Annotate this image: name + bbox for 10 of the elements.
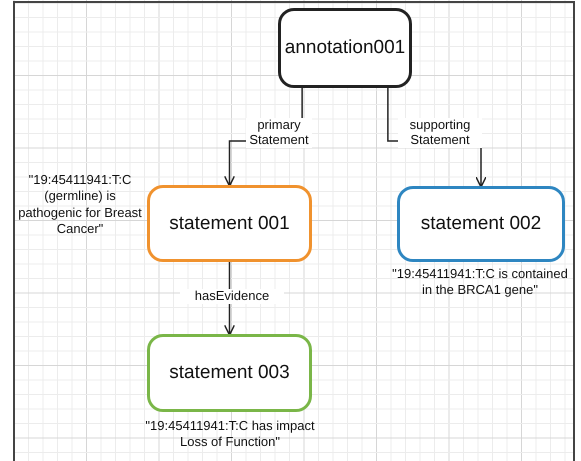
annotation-box: annotation001	[278, 8, 412, 88]
statement-box: statement 001	[147, 185, 312, 262]
statement-text: "19:45411941:T:C is contained in the BRCA1 gene"	[392, 266, 568, 298]
statement-text: "19:45411941:T:C (germline) is pathogenic for Breast Cancer"	[18, 172, 142, 237]
edge-label: supporting Statement	[398, 118, 482, 148]
statement-text: "19:45411941:T:C has impact Loss of Function"	[144, 418, 316, 450]
edge-label: primary Statement	[246, 118, 312, 148]
statement-box: statement 003	[147, 334, 312, 412]
edge-label: hasEvidence	[180, 289, 284, 304]
statement-box: statement 002	[397, 186, 565, 262]
